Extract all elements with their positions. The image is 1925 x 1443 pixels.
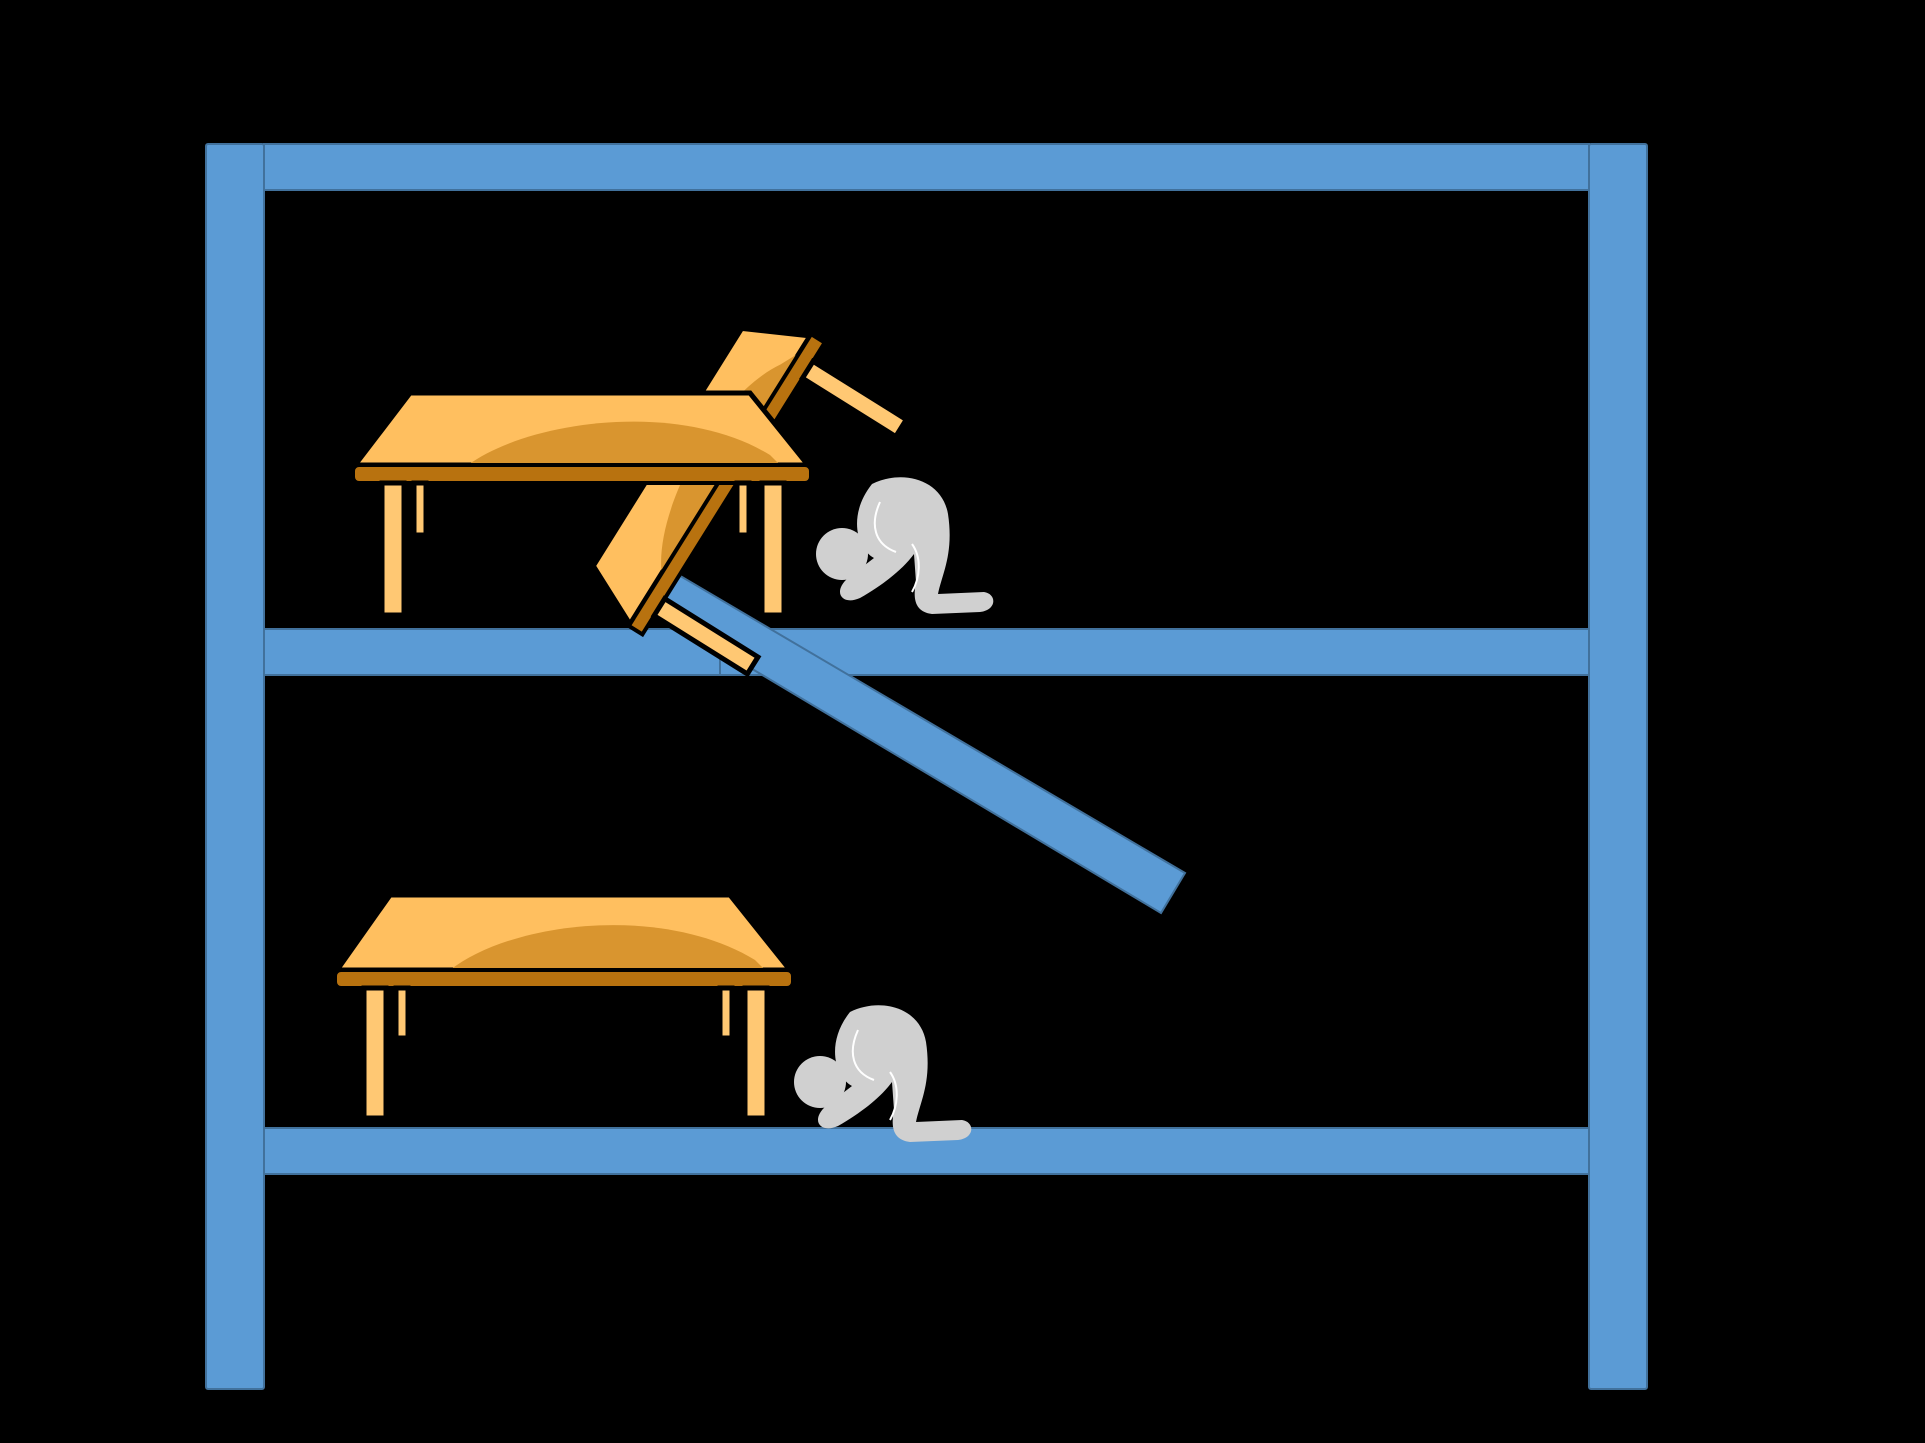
- collapsed-beam-icon: [628, 552, 1187, 915]
- upper-floor-beam-right: [719, 628, 1590, 676]
- left-column: [205, 143, 265, 1390]
- lower-crouching-person-icon: [794, 1005, 972, 1142]
- roof-beam: [263, 143, 1590, 191]
- right-column: [1588, 143, 1648, 1390]
- upper-floor-beam-left: [263, 628, 721, 676]
- lower-desk-icon: [332, 892, 796, 1121]
- upper-desk-icon: [349, 390, 814, 618]
- upper-crouching-person-icon: [816, 477, 994, 614]
